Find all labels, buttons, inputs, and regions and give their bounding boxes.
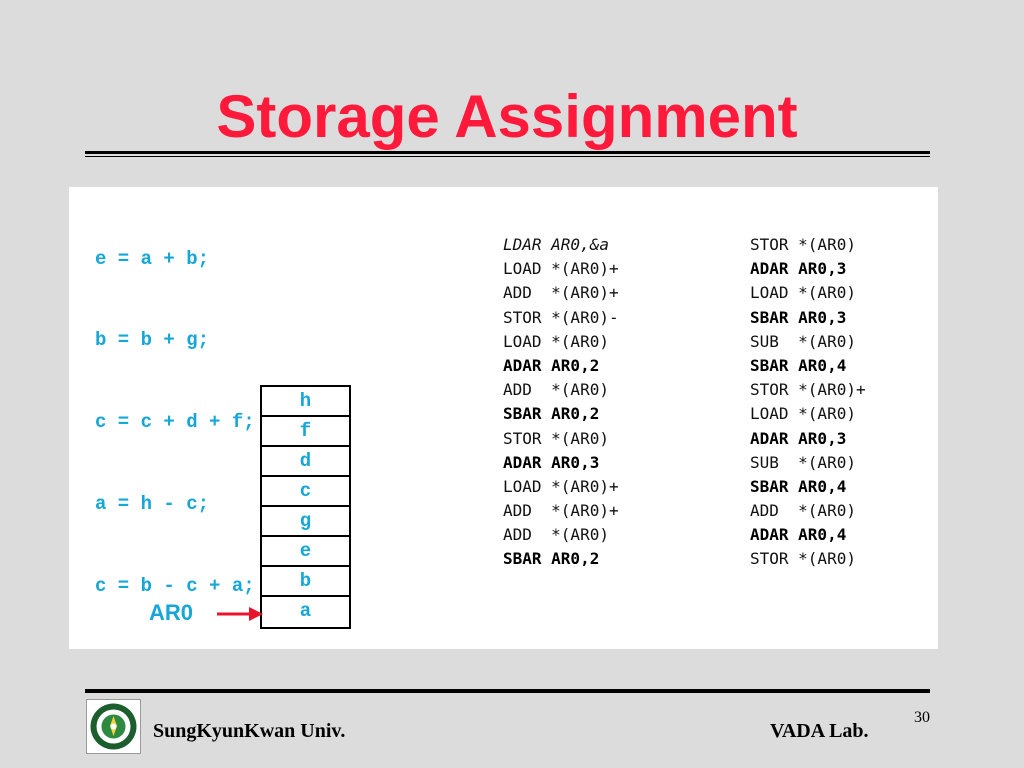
assembly-line: STOR *(AR0) <box>503 428 609 448</box>
assembly-line: SUB *(AR0) <box>750 452 856 472</box>
pointer-arrow-icon <box>217 607 263 621</box>
assembly-line: LOAD *(AR0)+ <box>503 259 619 279</box>
memory-cell: c <box>262 477 349 507</box>
footer-rule <box>85 689 930 693</box>
assembly-line: SBAR AR0,4 <box>750 355 847 375</box>
assembly-line: STOR *(AR0)+ <box>750 380 866 400</box>
assembly-line: SBAR AR0,2 <box>503 549 600 569</box>
slide-title: Storage Assignment <box>216 83 798 150</box>
memory-cell: h <box>262 387 349 417</box>
assembly-line: SUB *(AR0) <box>750 331 856 351</box>
source-line: e = a + b; <box>95 247 210 270</box>
assembly-line: ADD *(AR0) <box>503 525 609 545</box>
assembly-line: ADD *(AR0)+ <box>503 283 619 303</box>
assembly-line: ADAR AR0,3 <box>503 452 600 472</box>
source-line: a = h - c; <box>95 493 210 516</box>
assembly-line: STOR *(AR0) <box>750 549 856 569</box>
assembly-line: LOAD *(AR0) <box>750 404 856 424</box>
assembly-line: ADAR AR0,4 <box>750 525 847 545</box>
assembly-line: ADD *(AR0) <box>503 380 609 400</box>
page-number: 30 <box>914 709 930 726</box>
memory-cell: f <box>262 417 349 447</box>
footer-university: SungKyunKwan Univ. <box>153 720 346 742</box>
assembly-line: STOR *(AR0)- <box>503 307 619 327</box>
pointer-label: AR0 <box>149 600 194 625</box>
memory-cell: g <box>262 507 349 537</box>
footer-lab: VADA Lab. <box>770 720 869 742</box>
university-seal-icon <box>86 699 141 754</box>
assembly-line: SBAR AR0,2 <box>503 404 600 424</box>
memory-cell: e <box>262 537 349 567</box>
source-line: b = b + g; <box>95 329 210 352</box>
assembly-line: ADD *(AR0) <box>750 501 856 521</box>
assembly-line: ADAR AR0,3 <box>750 428 847 448</box>
assembly-line: LOAD *(AR0) <box>503 331 609 351</box>
assembly-line: LOAD *(AR0) <box>750 283 856 303</box>
memory-cell: a <box>299 600 312 622</box>
assembly-line: ADAR AR0,2 <box>503 355 600 375</box>
assembly-line: ADD *(AR0)+ <box>503 501 619 521</box>
source-line: c = b - c + a; <box>95 575 255 598</box>
assembly-line: SBAR AR0,3 <box>750 307 847 327</box>
memory-cell: b <box>262 567 349 597</box>
source-line: c = c + d + f; <box>95 411 255 434</box>
memory-cell: d <box>262 447 349 477</box>
assembly-line: STOR *(AR0) <box>750 235 856 254</box>
source-code-block: e = a + b; b = b + g; c = c + d + f; a =… <box>95 191 255 655</box>
assembly-line: SBAR AR0,4 <box>750 476 847 496</box>
title-rule <box>85 151 930 154</box>
assembly-line: ADAR AR0,3 <box>750 259 847 279</box>
title-rule-thin <box>85 156 930 157</box>
assembly-line: LDAR AR0,&a <box>503 235 609 254</box>
figure-panel: e = a + b; b = b + g; c = c + d + f; a =… <box>69 187 938 649</box>
assembly-line: LOAD *(AR0)+ <box>503 476 619 496</box>
